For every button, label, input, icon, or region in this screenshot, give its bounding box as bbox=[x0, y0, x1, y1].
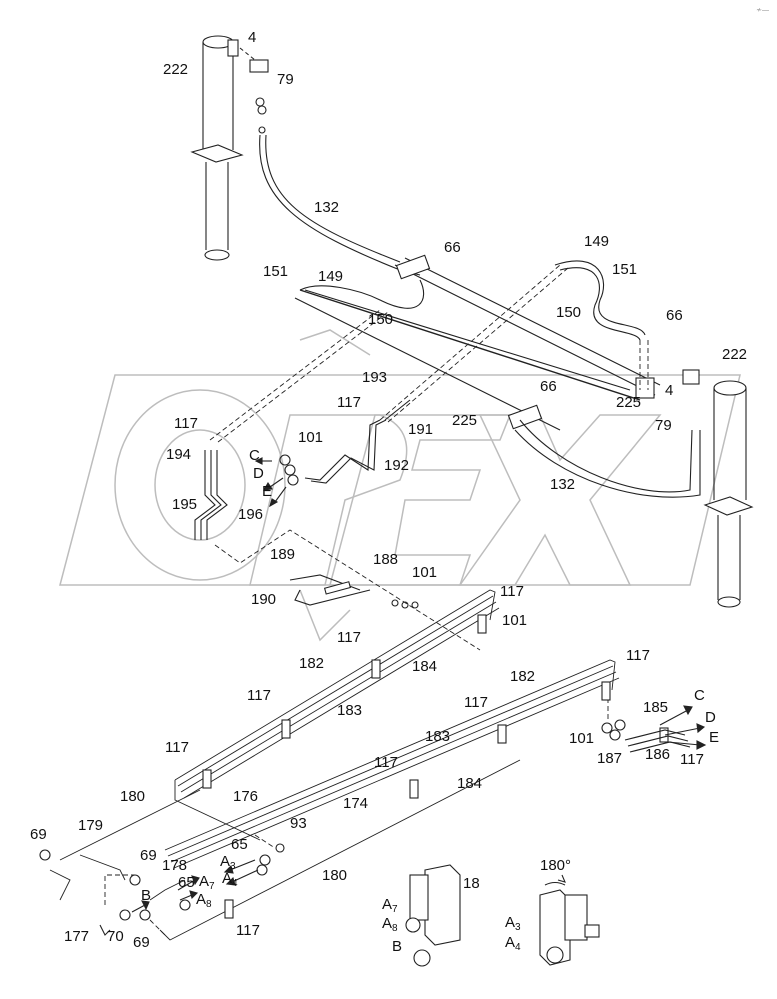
part-label-180: 180 bbox=[120, 788, 146, 805]
valve-block-18 bbox=[405, 864, 461, 967]
part-label-69: 69 bbox=[133, 934, 150, 951]
part-label-182: 182 bbox=[299, 655, 325, 672]
watermark-letter-o bbox=[114, 389, 286, 581]
part-label-117: 117 bbox=[500, 583, 524, 600]
part-label-101: 101 bbox=[569, 730, 595, 747]
part-label-69: 69 bbox=[30, 826, 47, 843]
part-label-193: 193 bbox=[362, 369, 388, 386]
part-label-149: 149 bbox=[318, 268, 344, 285]
part-label-117: 117 bbox=[626, 647, 650, 664]
valve-block-rotated bbox=[539, 874, 600, 966]
part-label-222: 222 bbox=[163, 61, 189, 78]
watermark-letter-e bbox=[329, 414, 512, 586]
part-label-66: 66 bbox=[540, 378, 557, 395]
part-label-4: 4 bbox=[248, 29, 257, 46]
part-label-132: 132 bbox=[314, 199, 340, 216]
part-label-101: 101 bbox=[502, 612, 528, 629]
part-label-132: 132 bbox=[550, 476, 576, 493]
part-label-D: D bbox=[705, 709, 716, 726]
part-label-190: 190 bbox=[251, 591, 277, 608]
part-label-117: 117 bbox=[464, 694, 488, 711]
part-label-178: 178 bbox=[162, 857, 188, 874]
part-label-117: 117 bbox=[374, 754, 398, 771]
parts-linework bbox=[39, 35, 754, 967]
part-label-189: 189 bbox=[270, 546, 296, 563]
part-label-174: 174 bbox=[343, 795, 369, 812]
part-label-93: 93 bbox=[290, 815, 307, 832]
part-label-183: 183 bbox=[425, 728, 451, 745]
part-label-188: 188 bbox=[373, 551, 399, 568]
part-label-225: 225 bbox=[452, 412, 478, 429]
part-label-150: 150 bbox=[368, 311, 394, 328]
part-label-4: 4 bbox=[665, 382, 674, 399]
part-label-186: 186 bbox=[645, 746, 671, 763]
port-label-A8: A8 bbox=[196, 891, 212, 910]
part-label-66: 66 bbox=[444, 239, 461, 256]
part-label-69: 69 bbox=[140, 847, 157, 864]
part-label-183: 183 bbox=[337, 702, 363, 719]
part-label-117: 117 bbox=[337, 394, 361, 411]
part-label-117: 117 bbox=[236, 922, 260, 939]
port-label-A3: A3 bbox=[505, 914, 521, 933]
part-label-149: 149 bbox=[584, 233, 610, 250]
part-label-101: 101 bbox=[298, 429, 324, 446]
part-label-191: 191 bbox=[408, 421, 434, 438]
part-label-E: E bbox=[262, 483, 273, 500]
part-label-117: 117 bbox=[174, 415, 198, 432]
port-label-A3: A3 bbox=[220, 853, 236, 872]
watermark-letter-x bbox=[458, 414, 662, 586]
part-label-150: 150 bbox=[556, 304, 582, 321]
part-label-117: 117 bbox=[165, 739, 189, 756]
part-label-79: 79 bbox=[655, 417, 672, 434]
port-label-A4: A4 bbox=[505, 934, 521, 953]
port-label-A7: A7 bbox=[199, 873, 215, 892]
part-label-E: E bbox=[709, 729, 720, 746]
corner-mark: ≁— bbox=[756, 7, 769, 14]
part-label-192: 192 bbox=[384, 457, 410, 474]
part-label-65: 65 bbox=[231, 836, 248, 853]
part-label-117: 117 bbox=[337, 629, 361, 646]
part-label-C: C bbox=[694, 687, 705, 704]
flow-arrows bbox=[131, 457, 707, 913]
part-label-65: 65 bbox=[178, 874, 195, 891]
cylinder-left bbox=[190, 35, 244, 261]
port-label-A8: A8 bbox=[382, 915, 398, 934]
watermark bbox=[59, 329, 741, 642]
part-label-179: 179 bbox=[78, 817, 104, 834]
part-label-195: 195 bbox=[172, 496, 198, 513]
part-label-194: 194 bbox=[166, 446, 192, 463]
part-label-B: B bbox=[141, 887, 152, 904]
part-label-222: 222 bbox=[722, 346, 748, 363]
part-label-185: 185 bbox=[643, 699, 669, 716]
part-label-D: D bbox=[253, 465, 264, 482]
part-label-66: 66 bbox=[666, 307, 683, 324]
part-label-101: 101 bbox=[412, 564, 438, 581]
part-label-177: 177 bbox=[64, 928, 90, 945]
port-label-A4: A4 bbox=[222, 870, 238, 889]
part-label-B: B bbox=[392, 938, 403, 955]
part-label-184: 184 bbox=[412, 658, 438, 675]
part-label-182: 182 bbox=[510, 668, 536, 685]
part-label-70: 70 bbox=[107, 928, 124, 945]
part-label-225: 225 bbox=[616, 394, 642, 411]
part-label-117: 117 bbox=[680, 751, 704, 768]
part-label-196: 196 bbox=[238, 506, 264, 523]
part-label-180: 180 bbox=[322, 867, 348, 884]
part-label-117: 117 bbox=[247, 687, 271, 704]
part-label-79: 79 bbox=[277, 71, 294, 88]
part-label-C: C bbox=[249, 447, 260, 464]
part-label-151: 151 bbox=[612, 261, 638, 278]
part-label-184: 184 bbox=[457, 775, 483, 792]
cylinder-right bbox=[703, 380, 754, 608]
port-label-A7: A7 bbox=[382, 896, 398, 915]
part-label-151: 151 bbox=[263, 263, 289, 280]
part-label-18: 18 bbox=[463, 875, 480, 892]
part-label-176: 176 bbox=[233, 788, 259, 805]
part-label-187: 187 bbox=[597, 750, 623, 767]
rotation-note: 180° bbox=[540, 857, 572, 874]
